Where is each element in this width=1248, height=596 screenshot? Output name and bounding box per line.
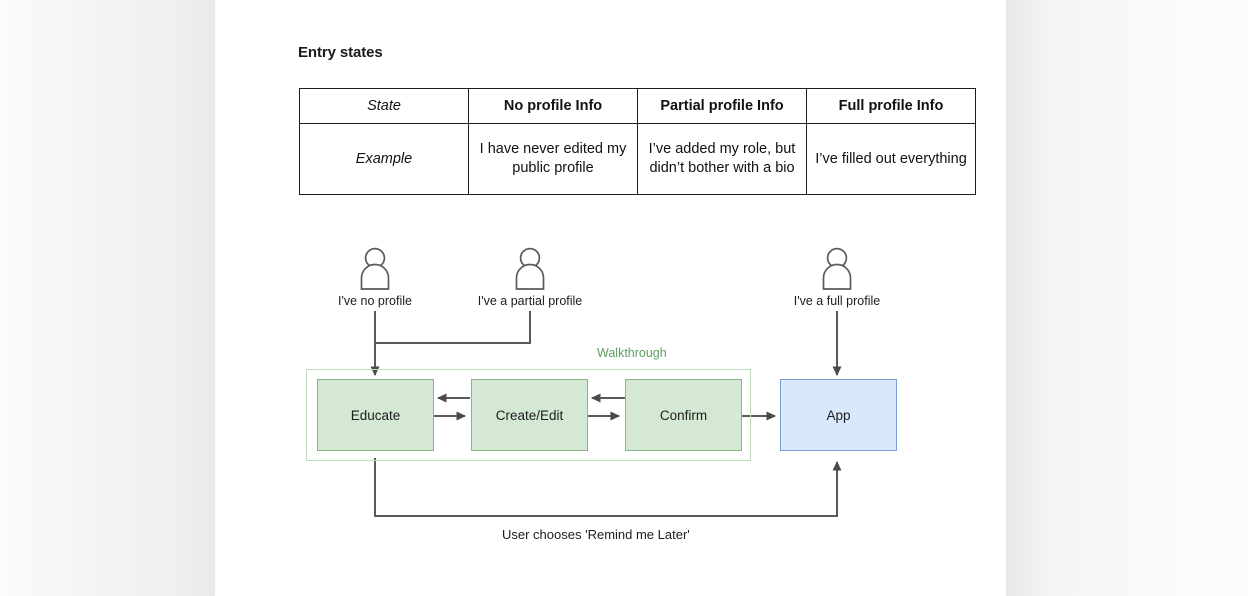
table-header-state: State: [299, 88, 469, 124]
persona-label-partial-profile: I've a partial profile: [477, 294, 583, 308]
table-row: Example I have never edited my public pr…: [299, 123, 976, 195]
table-cell-example-partial-profile: I’ve added my role, but didn’t bother wi…: [637, 123, 807, 195]
table-header-full-profile-info: Full profile Info: [806, 88, 976, 124]
persona-partial-profile: I've a partial profile: [455, 246, 605, 308]
person-icon: [822, 247, 852, 290]
entry-states-table: State No profile Info Partial profile In…: [299, 88, 976, 195]
person-icon: [360, 247, 390, 290]
persona-label-no-profile: I've no profile: [338, 294, 412, 308]
table-header-partial-profile-info: Partial profile Info: [637, 88, 807, 124]
flow-caption-remind-me-later: User chooses 'Remind me Later': [502, 527, 690, 542]
page-gutter-right: [1006, 0, 1248, 596]
flow-node-confirm[interactable]: Confirm: [625, 379, 742, 451]
flow-node-educate[interactable]: Educate: [317, 379, 434, 451]
flow-node-app-label: App: [826, 407, 851, 423]
flow-node-create-edit-label: Create/Edit: [495, 407, 564, 423]
flow-node-app[interactable]: App: [780, 379, 897, 451]
flow-node-create-edit[interactable]: Create/Edit: [471, 379, 588, 451]
persona-no-profile: I've no profile: [300, 246, 450, 308]
person-icon: [515, 247, 545, 290]
table-cell-example-no-profile: I have never edited my public profile: [468, 123, 638, 195]
page-title: Entry states: [298, 44, 383, 61]
table-header-row: State No profile Info Partial profile In…: [299, 88, 976, 124]
table-header-no-profile-info: No profile Info: [468, 88, 638, 124]
persona-full-profile: I've a full profile: [762, 246, 912, 308]
flow-node-confirm-label: Confirm: [659, 407, 708, 423]
page-gutter-left: [0, 0, 215, 596]
table-cell-example-full-profile: I’ve filled out everything: [806, 123, 976, 195]
table-row-label-example: Example: [299, 123, 469, 195]
persona-label-full-profile: I've a full profile: [793, 294, 881, 308]
walkthrough-group-box: [306, 369, 751, 461]
flow-node-educate-label: Educate: [350, 407, 401, 423]
walkthrough-group-label: Walkthrough: [597, 346, 667, 360]
